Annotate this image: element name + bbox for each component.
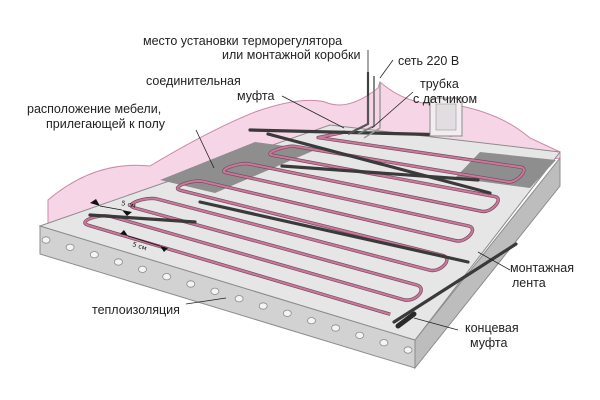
mounting-tape-5 [392,242,518,324]
thermostat-box [429,97,463,137]
slab-dot [379,339,389,347]
slab-dot [282,309,292,317]
slab-dot [210,287,220,295]
slab-dot [186,280,196,288]
mounting-tape-2 [198,200,470,264]
slab-dot [89,251,99,259]
slab-dot [234,295,244,303]
mounting-tape-1 [88,213,197,224]
slab-dot [41,236,51,244]
slab-dot [162,273,172,281]
mounting-tape-3 [266,132,492,195]
label-thermostat-line1: место установки терморегулятора [143,34,342,48]
slab-dot [355,331,365,339]
label-insulation: теплоизоляция [92,303,180,317]
mounting-tape-4 [280,164,480,182]
leader-lines [185,50,511,331]
label-end-coupling-line1: концевая [465,321,519,335]
heating-cable [83,130,526,316]
heating-cable-path [84,131,525,316]
slab-dot [138,265,147,273]
spacing-dimension-1: 5 см [90,199,137,216]
slab-edge-dots [41,236,413,354]
label-sensor-tube-line1: трубка [420,77,459,91]
slab-dot [307,317,316,325]
slab-dot [114,258,123,266]
slab-dot [403,346,413,354]
slab-dot [65,243,75,251]
label-sensor-tube-line2: с датчиком [413,92,477,106]
spacing-dim-1-label: 5 см [121,199,137,210]
end-coupling [395,311,417,329]
label-mounting-tape-line2: лента [512,276,546,290]
label-coupling-line1: соединительная [146,74,241,88]
label-mounting-tape-line1: монтажная [510,261,574,275]
label-thermostat-line2: или монтажной коробки [222,48,360,62]
label-furniture-line1: расположение мебели, [27,102,161,116]
label-end-coupling-line2: муфта [470,336,507,350]
label-furniture-line2: прилегающей к полу [46,117,166,131]
slab-dot [258,302,268,310]
slab-dot [331,324,341,332]
label-mains: сеть 220 В [398,54,459,68]
label-coupling-line2: муфта [237,89,274,103]
